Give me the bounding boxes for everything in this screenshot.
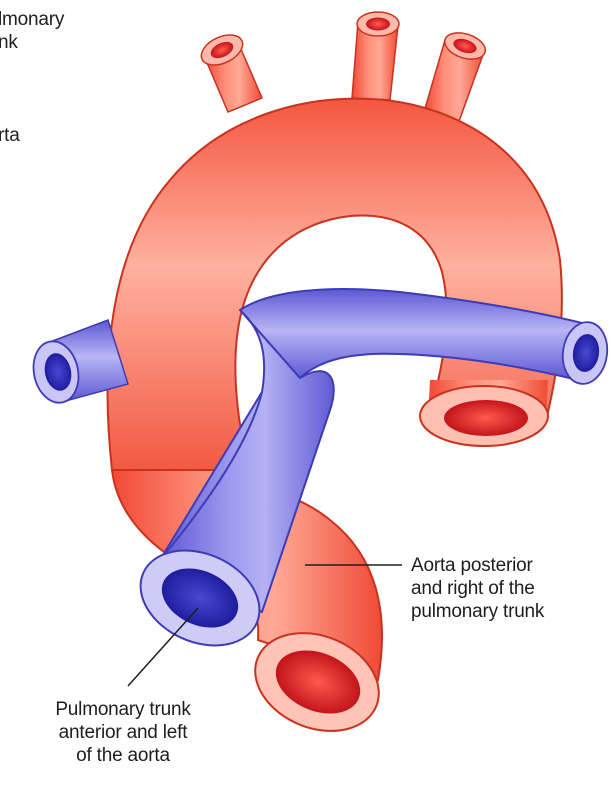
pulmonary-label-line-1: Pulmonary trunk bbox=[28, 698, 218, 721]
pulmonary-label-line-3: of the aorta bbox=[28, 744, 218, 767]
pulmonary-trunk-position-label: Pulmonary trunk anterior and left of the… bbox=[28, 698, 218, 767]
cropped-aorta-label-text: rta bbox=[0, 124, 20, 147]
aorta bbox=[108, 12, 562, 749]
cropped-pulmonary-trunk-label: lmonary nk bbox=[0, 8, 64, 54]
cropped-label-line-2: nk bbox=[0, 31, 64, 54]
descending-aorta-end bbox=[420, 380, 548, 446]
cropped-label-line-1: lmonary bbox=[0, 8, 64, 31]
aorta-label-line-2: and right of the bbox=[411, 577, 544, 600]
aorta-position-label: Aorta posterior and right of the pulmona… bbox=[411, 554, 544, 623]
aorta-label-line-1: Aorta posterior bbox=[411, 554, 544, 577]
cropped-aorta-label: rta bbox=[0, 124, 20, 147]
pulmonary-label-line-2: anterior and left bbox=[28, 721, 218, 744]
aorta-label-line-3: pulmonary trunk bbox=[411, 600, 544, 623]
